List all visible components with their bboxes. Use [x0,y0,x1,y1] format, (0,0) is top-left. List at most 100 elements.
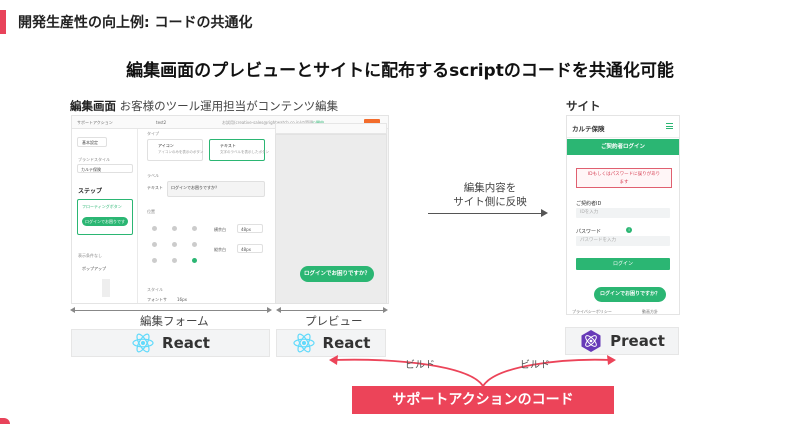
site-screenshot: カルテ保険 ご契約者ログイン IDもしくはパスワードに誤りがあり ます ご契約者… [566,115,680,315]
react-label: React [162,334,210,352]
horizontal-margin-input[interactable]: 48px [237,224,263,233]
preview-dimension-label: プレビュー [305,314,363,328]
preact-logo-icon [579,329,603,353]
flow-caption: 編集内容を サイト側に反映 [440,181,540,209]
style-label: スタイル [147,287,163,292]
info-icon[interactable]: i [626,227,632,233]
step1-button-text: ログインでお困りですか？ [85,219,125,233]
site-cta-button[interactable]: ログインでお困りですか？ [594,287,666,302]
editor-label-rest: お客様のツール運用担当がコンテンツ編集 [119,99,339,113]
brand-style-value: カルテ保険 [81,167,101,172]
react-logo-icon [131,332,155,354]
position-dot-selected[interactable] [192,258,197,263]
text-type-option[interactable]: テキスト 文字のラベルを表示したボタン [209,139,269,161]
id-field[interactable]: IDを入力 [576,208,670,218]
react-badge-form: React [71,329,270,357]
text-option-title: テキスト [220,143,236,148]
text-field-label: テキスト [147,185,163,190]
id-field-label: ご契約者ID [576,201,602,207]
popup-thumbnail [102,279,110,297]
password-field[interactable]: パスワードを入力 [576,236,670,246]
preact-label: Preact [610,332,665,350]
form-dimension-label: 編集フォーム [140,314,209,328]
label-section-label: ラベル [147,173,159,178]
slide-marker [0,10,6,34]
status-badge: 公開中 [312,120,324,126]
publish-button[interactable] [364,119,380,126]
flow-arrow [428,209,548,217]
build-arrowhead-right [607,355,616,365]
site-label: サイト [566,99,601,113]
editor-middle-pane: タイプ アイコン アイコンのみを表示のボタン テキスト 文字のラベルを表示したボ… [139,129,341,303]
editor-label-bold: 編集画面 [70,99,116,113]
react-logo-icon [292,332,316,354]
build-label-right: ビルド [520,360,550,371]
position-dot[interactable] [192,226,197,231]
flow-caption-line1: 編集内容を [463,182,517,194]
error-line-1: IDもしくはパスワードに誤りがあり [587,172,661,177]
preview-cta-button[interactable]: ログインでお困りですか？ [300,266,374,282]
step1-button-preview: ログインでお困りですか？ [82,217,128,233]
font-size-value[interactable]: 16px [177,297,187,302]
privacy-link[interactable]: プライバシーポリシー [572,309,612,314]
step-card[interactable]: フローティングボタン ログインでお困りですか？ [77,199,133,235]
react-badge-preview: React [276,329,386,357]
login-button[interactable]: ログイン [576,258,670,270]
core-code-box: サポートアクションのコード [352,386,614,414]
brand-style-select[interactable]: カルテ保険 [77,164,133,173]
position-label: 位置 [147,209,155,214]
slide-title: 開発生産性の向上例: コードの共通化 [18,15,253,31]
position-dot[interactable] [172,258,177,263]
preact-badge: Preact [565,327,679,355]
editor-label: 編集画面 お客様のツール運用担当がコンテンツ編集 [70,98,338,114]
flow-caption-line2: サイト側に反映 [453,196,527,208]
position-dot[interactable] [152,258,157,263]
icon-type-option[interactable]: アイコン アイコンのみを表示のボタン [147,139,203,161]
horizontal-margin-label: 横余白 [214,227,226,232]
policy-link[interactable]: 動画方針 [642,309,658,314]
menu-icon[interactable] [666,123,673,129]
text-field[interactable]: ログインでお困りですか？ [167,181,265,197]
build-label-left: ビルド [405,360,435,371]
position-dot[interactable] [152,242,157,247]
password-field-label: パスワード [576,229,602,235]
site-footer: プライバシーポリシー 動画方針 [567,306,679,314]
preview-tabbar [275,123,387,134]
display-condition-label: 表示条件なし [78,253,102,258]
steps-label: ステップ [78,188,103,195]
action-name: test2 [156,120,167,125]
vertical-margin-input[interactable]: 48px [237,244,263,253]
corner-mark [0,418,10,424]
type-label: タイプ [147,131,159,136]
basic-settings-button[interactable]: 基本設定 [77,137,107,147]
vertical-margin-label: 縦余白 [214,247,226,252]
horizontal-margin-value: 48px [241,227,251,232]
brand-style-label: ブランドスタイル [78,157,110,162]
position-dot[interactable] [172,242,177,247]
preview-dimension-arrow [276,307,388,313]
error-line-2: ます [619,180,629,185]
text-field-value: ログインでお困りですか？ [171,185,219,190]
popup-label[interactable]: ポップアップ [82,266,106,271]
site-brand[interactable]: カルテ保険 [572,125,605,133]
react-label: React [322,334,371,352]
breadcrumb[interactable]: サポートアクション [77,120,113,125]
login-banner: ご契約者ログイン [567,139,679,155]
icon-option-desc: アイコンのみを表示のボタン [158,150,204,154]
headline: 編集画面のプレビューとサイトに配布するscriptのコードを共通化可能 [126,61,674,81]
position-dot[interactable] [152,226,157,231]
position-dot[interactable] [192,242,197,247]
account-url: お試用(creative-sales@rightwatch.co.jp)の管理 [222,120,314,125]
position-dot[interactable] [172,226,177,231]
step1-label: フローティングボタン [82,204,122,209]
basic-settings-label: 基本設定 [82,140,98,145]
form-dimension-arrow [70,307,272,313]
editor-left-pane: 基本設定 ブランドスタイル カルテ保険 ステップ フローティングボタン ログイン… [72,129,138,303]
font-size-label: フォントサ [147,297,167,302]
site-header: カルテ保険 [567,116,679,138]
icon-option-title: アイコン [158,143,174,148]
vertical-margin-value: 48px [241,247,251,252]
text-option-desc: 文字のラベルを表示したボタン [220,150,269,154]
error-message: IDもしくはパスワードに誤りがあり ます [576,168,672,188]
position-grid[interactable] [147,224,207,274]
